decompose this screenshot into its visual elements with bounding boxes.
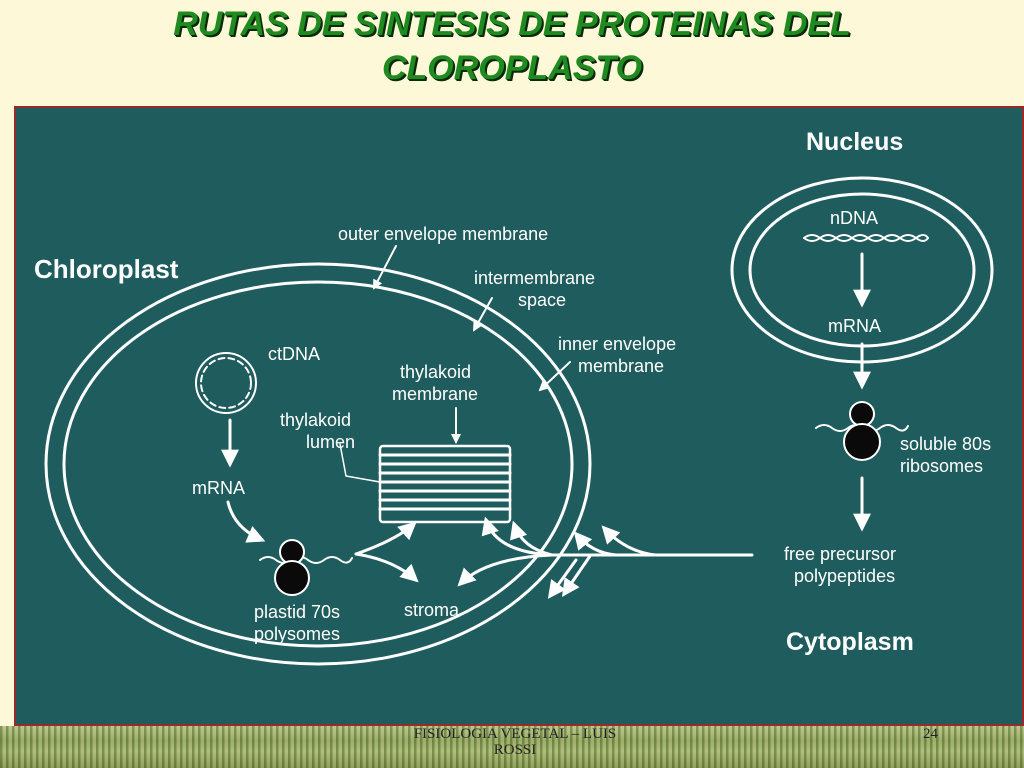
arrow-import-outer-envelope	[601, 525, 658, 557]
thylakoid-lumen-label-1: thylakoid	[280, 410, 351, 430]
free-precursor-label-1: free precursor	[784, 544, 896, 564]
thylakoid-lumen-label-2: lumen	[306, 432, 355, 452]
arrow-import-stroma	[457, 553, 554, 587]
soluble-ribosomes-label-1: soluble 80s	[900, 434, 991, 454]
footer-author-line-1: FISIOLOGIA VEGETAL – LUIS	[413, 726, 617, 742]
outer-envelope-label: outer envelope membrane	[338, 224, 548, 244]
cytoplasmic-ribosome	[843, 401, 881, 461]
chloroplast-label: Chloroplast	[34, 254, 179, 284]
thylakoid-membrane-label-1: thylakoid	[400, 362, 471, 382]
arrow-polysome-to-stroma	[354, 552, 419, 583]
thylakoid-membrane-label-2: membrane	[392, 384, 478, 404]
nucleus-mrna-label: mRNA	[828, 316, 881, 336]
arrow-polysome-to-thylakoid	[354, 521, 417, 556]
free-precursor-label-2: polypeptides	[794, 566, 895, 586]
slide-title-line-1: RUTAS DE SINTESIS DE PROTEINAS DEL	[173, 5, 851, 43]
slide-title: RUTAS DE SINTESIS DE PROTEINAS DEL CLORO…	[0, 0, 1024, 96]
footer-grass-band: FISIOLOGIA VEGETAL – LUIS ROSSI 24	[0, 726, 1024, 768]
pointer-outer-envelope	[373, 245, 397, 290]
arrow-import-intermembrane-2	[561, 554, 592, 597]
footer-author: FISIOLOGIA VEGETAL – LUIS ROSSI	[380, 726, 650, 758]
ctdna-circle	[195, 352, 257, 414]
inner-envelope-label-2: membrane	[578, 356, 664, 376]
inner-envelope-membrane	[62, 280, 574, 648]
chloroplast-protein-synthesis-diagram: Chloroplast Nucleus Cytoplasm outer enve…	[34, 128, 994, 666]
plastid-polysomes-label-1: plastid 70s	[254, 602, 340, 622]
arrow-import-lumen	[510, 520, 554, 557]
thylakoid-stack	[378, 444, 512, 524]
cytoplasm-label: Cytoplasm	[786, 628, 914, 656]
pointer-inner-envelope	[538, 361, 571, 392]
arrow-mrna-to-polysomes	[226, 500, 266, 543]
inner-envelope-label-1: inner envelope	[558, 334, 676, 354]
outer-envelope-membrane	[44, 262, 592, 666]
footer-author-line-2: ROSSI	[493, 742, 537, 758]
soluble-ribosomes-label-2: ribosomes	[900, 456, 983, 476]
stroma-label: stroma	[404, 600, 460, 620]
intermembrane-label-1: intermembrane	[474, 268, 595, 288]
slide-title-line-2: CLOROPLASTO	[381, 49, 643, 87]
ctdna-label: ctDNA	[268, 344, 320, 364]
intermembrane-label-2: space	[518, 290, 566, 310]
ndna-label: nDNA	[830, 208, 878, 228]
arrow-import-inner-envelope	[573, 531, 618, 557]
arrow-import-thylakoid	[481, 516, 554, 557]
nucleus-label: Nucleus	[806, 128, 903, 156]
plastid-polysomes-label-2: polysomes	[254, 624, 340, 644]
chloroplast-mrna-label: mRNA	[192, 478, 245, 498]
pointer-intermembrane	[473, 297, 493, 332]
pointer-thylakoid-lumen	[339, 443, 381, 483]
diagram-panel: Chloroplast Nucleus Cytoplasm outer enve…	[14, 106, 1024, 726]
ndna-strand	[803, 234, 929, 242]
slide-page-number: 24	[923, 726, 938, 742]
chloroplast-ribosome-mrna	[259, 556, 353, 564]
grass-texture	[0, 726, 1024, 768]
plastid-ribosome	[274, 539, 310, 596]
